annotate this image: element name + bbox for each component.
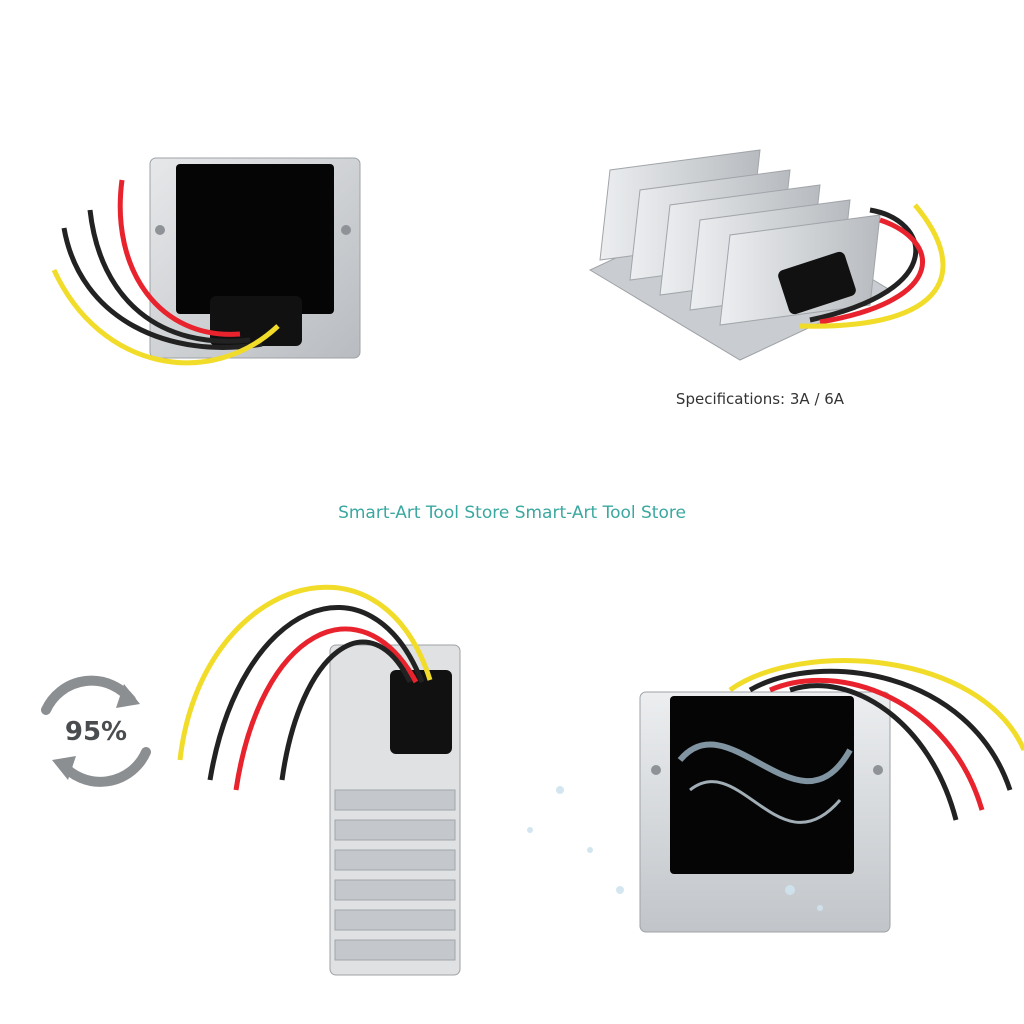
specifications-label: Specifications: 3A / 6A [675,390,845,408]
store-watermark: Smart-Art Tool Store Smart-Art Tool Stor… [338,503,686,523]
product-photo-waterproof [500,640,1024,960]
product-photo-side [160,520,470,980]
product-photo-heatsink [570,130,970,380]
product-photo-front [40,150,380,410]
efficiency-badge: 95% [36,670,156,790]
efficiency-value: 95% [65,717,127,747]
